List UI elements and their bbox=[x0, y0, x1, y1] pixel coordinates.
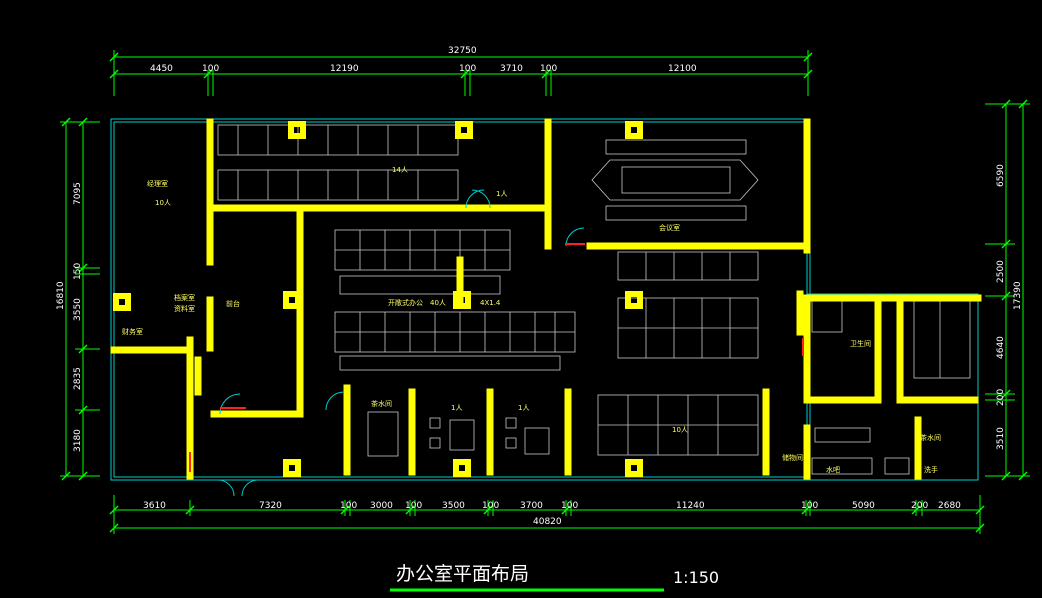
dim-bottom-seg-5: 100 bbox=[405, 501, 422, 511]
small-office-desks bbox=[367, 411, 550, 457]
drawing-scale: 1:150 bbox=[673, 568, 719, 587]
label-meeting: 会议室 bbox=[659, 223, 680, 232]
dim-bottom-seg-3: 100 bbox=[340, 501, 357, 511]
dim-right-seg-3: 4640 bbox=[996, 336, 1006, 359]
restroom-fixtures bbox=[811, 297, 971, 475]
dim-bottom-seg-14: 2680 bbox=[938, 501, 961, 511]
dim-bottom-seg-11: 100 bbox=[801, 501, 818, 511]
dim-top-seg-4: 100 bbox=[459, 64, 476, 74]
label-open-office-size: 4X1.4 bbox=[480, 299, 501, 307]
label-water: 水吧 bbox=[826, 465, 840, 474]
label-manager-count: 10人 bbox=[155, 199, 171, 207]
columns bbox=[113, 121, 643, 477]
label-open-office-count: 40人 bbox=[430, 299, 446, 307]
dim-bottom-seg-7: 100 bbox=[482, 501, 499, 511]
dim-bottom-seg-2: 7320 bbox=[259, 501, 282, 511]
label-manager: 经理室 bbox=[147, 179, 168, 188]
dim-right-total: 17390 bbox=[1013, 281, 1023, 310]
dim-bottom-total: 40820 bbox=[533, 517, 562, 527]
doors bbox=[189, 189, 804, 497]
label-open-office: 开敞式办公 bbox=[388, 298, 423, 307]
dimension-ticks bbox=[61, 52, 1028, 533]
dim-left-seg-2: 150 bbox=[73, 263, 83, 280]
meeting-table bbox=[591, 139, 759, 221]
dim-right-seg-4: 200 bbox=[996, 389, 1006, 406]
dim-right-seg-1: 6590 bbox=[996, 164, 1006, 187]
room-labels: 经理室 10人 前台 财务室 档案室 资料室 开敞式办公 40人 4X1.4 1… bbox=[122, 166, 941, 474]
label-restroom: 卫生间 bbox=[850, 339, 871, 348]
dim-top-seg-3: 12190 bbox=[330, 64, 359, 74]
dim-left-seg-3: 3550 bbox=[73, 298, 83, 321]
workstation-cluster-14 bbox=[217, 124, 459, 201]
dim-top-seg-2: 100 bbox=[202, 64, 219, 74]
right-workstations bbox=[597, 251, 759, 456]
label-pantry: 茶水间 bbox=[920, 433, 941, 442]
dim-left-seg-4: 2835 bbox=[73, 367, 83, 390]
dim-bottom-seg-8: 3700 bbox=[520, 501, 543, 511]
label-archive-2: 资料室 bbox=[174, 304, 195, 313]
label-tea: 茶水间 bbox=[371, 399, 392, 408]
label-storage: 储物间 bbox=[782, 453, 803, 462]
dim-top-seg-7: 12100 bbox=[668, 64, 697, 74]
label-wash: 洗手 bbox=[924, 465, 938, 474]
dim-left-seg-5: 3180 bbox=[73, 429, 83, 452]
dim-left-seg-1: 7095 bbox=[73, 182, 83, 205]
dim-right-seg-2: 2500 bbox=[996, 260, 1006, 283]
label-archive-1: 档案室 bbox=[174, 293, 195, 302]
walls bbox=[110, 118, 982, 480]
dim-bottom-seg-4: 3000 bbox=[370, 501, 393, 511]
label-cluster-14: 14人 bbox=[392, 166, 408, 174]
open-office-desks bbox=[334, 229, 576, 371]
dim-bottom-seg-13: 200 bbox=[911, 501, 928, 511]
dim-bottom-seg-1: 3610 bbox=[143, 501, 166, 511]
label-one-person-1: 1人 bbox=[496, 190, 507, 198]
dim-bottom-seg-9: 100 bbox=[561, 501, 578, 511]
dim-top-seg-6: 100 bbox=[540, 64, 557, 74]
dim-top-seg-1: 4450 bbox=[150, 64, 173, 74]
label-one-person-3: 1人 bbox=[518, 404, 529, 412]
drawing-title: 办公室平面布局 bbox=[396, 563, 529, 585]
label-cluster-10: 10人 bbox=[672, 426, 688, 434]
dim-top-seg-5: 3710 bbox=[500, 64, 523, 74]
dim-bottom-seg-6: 3500 bbox=[442, 501, 465, 511]
dim-bottom-seg-10: 11240 bbox=[676, 501, 705, 511]
dim-right-seg-5: 3510 bbox=[996, 427, 1006, 450]
label-reception: 前台 bbox=[226, 299, 240, 308]
dim-left-total: 16810 bbox=[56, 281, 66, 310]
label-one-person-2: 1人 bbox=[451, 404, 462, 412]
dim-top-total: 32750 bbox=[448, 46, 477, 56]
dim-bottom-seg-12: 5090 bbox=[852, 501, 875, 511]
furniture bbox=[217, 124, 971, 475]
label-finance: 财务室 bbox=[122, 327, 143, 336]
